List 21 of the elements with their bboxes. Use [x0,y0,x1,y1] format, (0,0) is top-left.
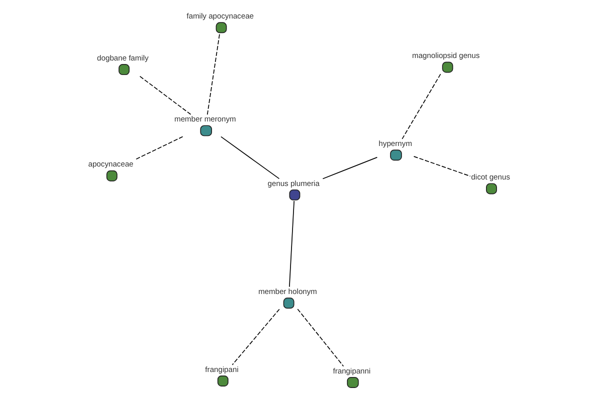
node-label: frangipanni [332,366,371,376]
node-label: family apocynaceae [186,12,254,21]
node-label: hypernym [378,138,412,148]
connector [402,72,442,140]
node-label: genus plumeria [268,178,320,188]
connector [288,200,295,288]
node-label: member holonym [258,287,318,296]
node-label: member meronym [174,114,236,124]
node-label: dogbane family [97,53,149,62]
connector [322,156,378,180]
node-label: frangipani [205,364,239,374]
connector [138,75,192,115]
node-label: dicot genus [471,172,510,182]
node-label: magnoliopsid genus [412,51,480,60]
connector [232,308,280,366]
connector [297,308,344,367]
connector [220,136,280,180]
connector [413,156,471,177]
connector [134,136,184,160]
node-label: apocynaceae [88,160,134,169]
connector [206,33,220,116]
